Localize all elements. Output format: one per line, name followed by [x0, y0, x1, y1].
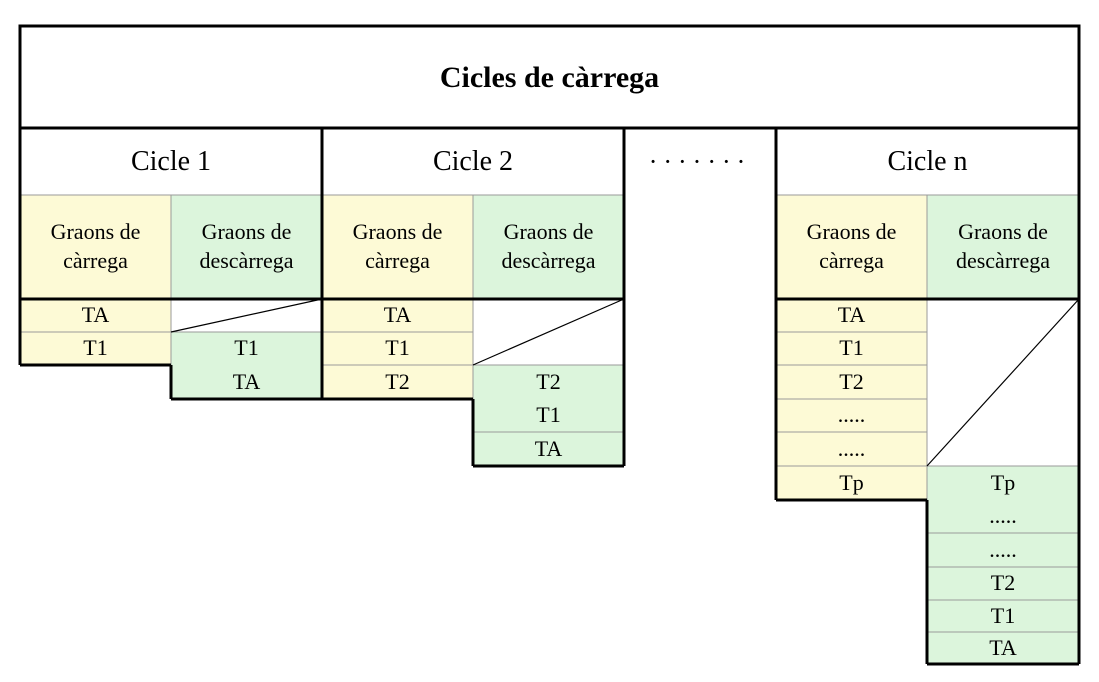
cycle-n-header: Cicle n: [887, 145, 968, 177]
cycle-n-unload-header: Graons de descàrrega: [927, 195, 1079, 299]
cycle-1-load-header: Graons de càrrega: [20, 195, 171, 299]
cycle-2-load-header: Graons de càrrega: [322, 195, 473, 299]
cycle-1-unload-step: TA: [171, 365, 322, 399]
cycle-2-unload-step: TA: [473, 432, 624, 466]
cycle-n-unload-step: TA: [927, 632, 1079, 664]
cycle-2-load-step: T2: [322, 365, 473, 399]
diagram-title: Cicles de càrrega: [439, 60, 660, 94]
cycle-1-header: Cicle 1: [130, 145, 212, 177]
cycle-2-unload-step: T2: [473, 365, 624, 399]
cycle-1-unload-header: Graons de descàrrega: [171, 195, 322, 299]
cycle-n-load-step: T1: [776, 332, 927, 365]
cycle-2-load-step: T1: [322, 332, 473, 365]
cycle-n-load-step: TA: [776, 299, 927, 332]
cycle-1-unload-step: T1: [171, 332, 322, 365]
cycle-2-load-step: TA: [322, 299, 473, 332]
cycle-n-load-step: .....: [776, 399, 927, 432]
cycle-2-unload-step: T1: [473, 399, 624, 432]
cycle-n-load-header: Graons de càrrega: [776, 195, 927, 299]
cycle-n-unload-step: Tp: [927, 466, 1079, 500]
cycle-n-unload-step: .....: [927, 533, 1079, 567]
cycle-1-load-step: TA: [20, 299, 171, 332]
cycle-n-unload-step: T2: [927, 567, 1079, 600]
cycle-n-load-step: T2: [776, 365, 927, 399]
cycle-n-unload-step: T1: [927, 600, 1079, 632]
cycle-1-load-step: T1: [20, 332, 171, 365]
cycle-2-header: Cicle 2: [432, 145, 514, 177]
cycle-n-load-step: Tp: [776, 466, 927, 500]
cycles-ellipsis: ·······: [648, 147, 752, 177]
cycle-n-load-step: .....: [776, 432, 927, 466]
cycle-2-unload-header: Graons de descàrrega: [473, 195, 624, 299]
cycle-n-unload-step: .....: [927, 500, 1079, 533]
